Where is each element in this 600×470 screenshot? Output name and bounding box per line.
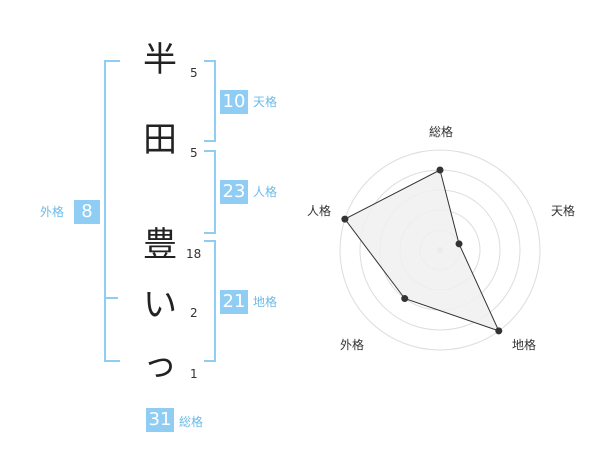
chikaku-badge: 21: [220, 290, 248, 314]
stroke-count-3: 18: [186, 247, 202, 261]
tenkaku-label: 天格: [253, 95, 278, 109]
chikaku-bracket: [204, 240, 216, 362]
name-char-1: 半: [143, 40, 177, 80]
radar-point-0: [436, 166, 444, 174]
radar-axis-label-chikaku: 地格: [511, 338, 536, 352]
radar-series-polygon: [344, 169, 500, 332]
tenkaku-badge: 10: [220, 90, 248, 114]
jinkaku-label: 人格: [253, 185, 278, 199]
radar-axis-label-soukaku: 総格: [428, 125, 453, 139]
jinkaku-badge: 23: [220, 180, 248, 204]
gaikaku-badge: 8: [74, 200, 100, 224]
stroke-count-1: 5: [190, 66, 198, 80]
stroke-count-2: 5: [190, 146, 198, 160]
radar-axis-label-jinkaku: 人格: [306, 204, 331, 218]
radar-axis-label-tenkaku: 天格: [550, 204, 575, 218]
name-char-5: っ: [143, 345, 177, 385]
jinkaku-bracket: [204, 150, 216, 234]
soukaku-label: 総格: [179, 415, 204, 429]
radar-point-4: [341, 215, 349, 223]
stroke-count-5: 1: [190, 367, 198, 381]
tenkaku-bracket: [204, 60, 216, 142]
radar-grid-ring: [339, 149, 541, 351]
radar-point-1: [455, 240, 463, 248]
gaikaku-bracket: [104, 60, 120, 362]
soukaku-badge: 31: [146, 408, 174, 432]
name-char-4: い: [143, 285, 177, 325]
name-char-3: 豊: [143, 225, 177, 265]
radar-axis-label-gaikaku: 外格: [339, 338, 364, 352]
stroke-count-4: 2: [190, 306, 198, 320]
chikaku-label: 地格: [253, 295, 278, 309]
gaikaku-bracket-tick: [104, 297, 118, 299]
name-char-2: 田: [143, 120, 177, 160]
gaikaku-label: 外格: [40, 205, 65, 219]
radar-point-3: [401, 295, 409, 303]
radar-point-2: [495, 327, 503, 335]
